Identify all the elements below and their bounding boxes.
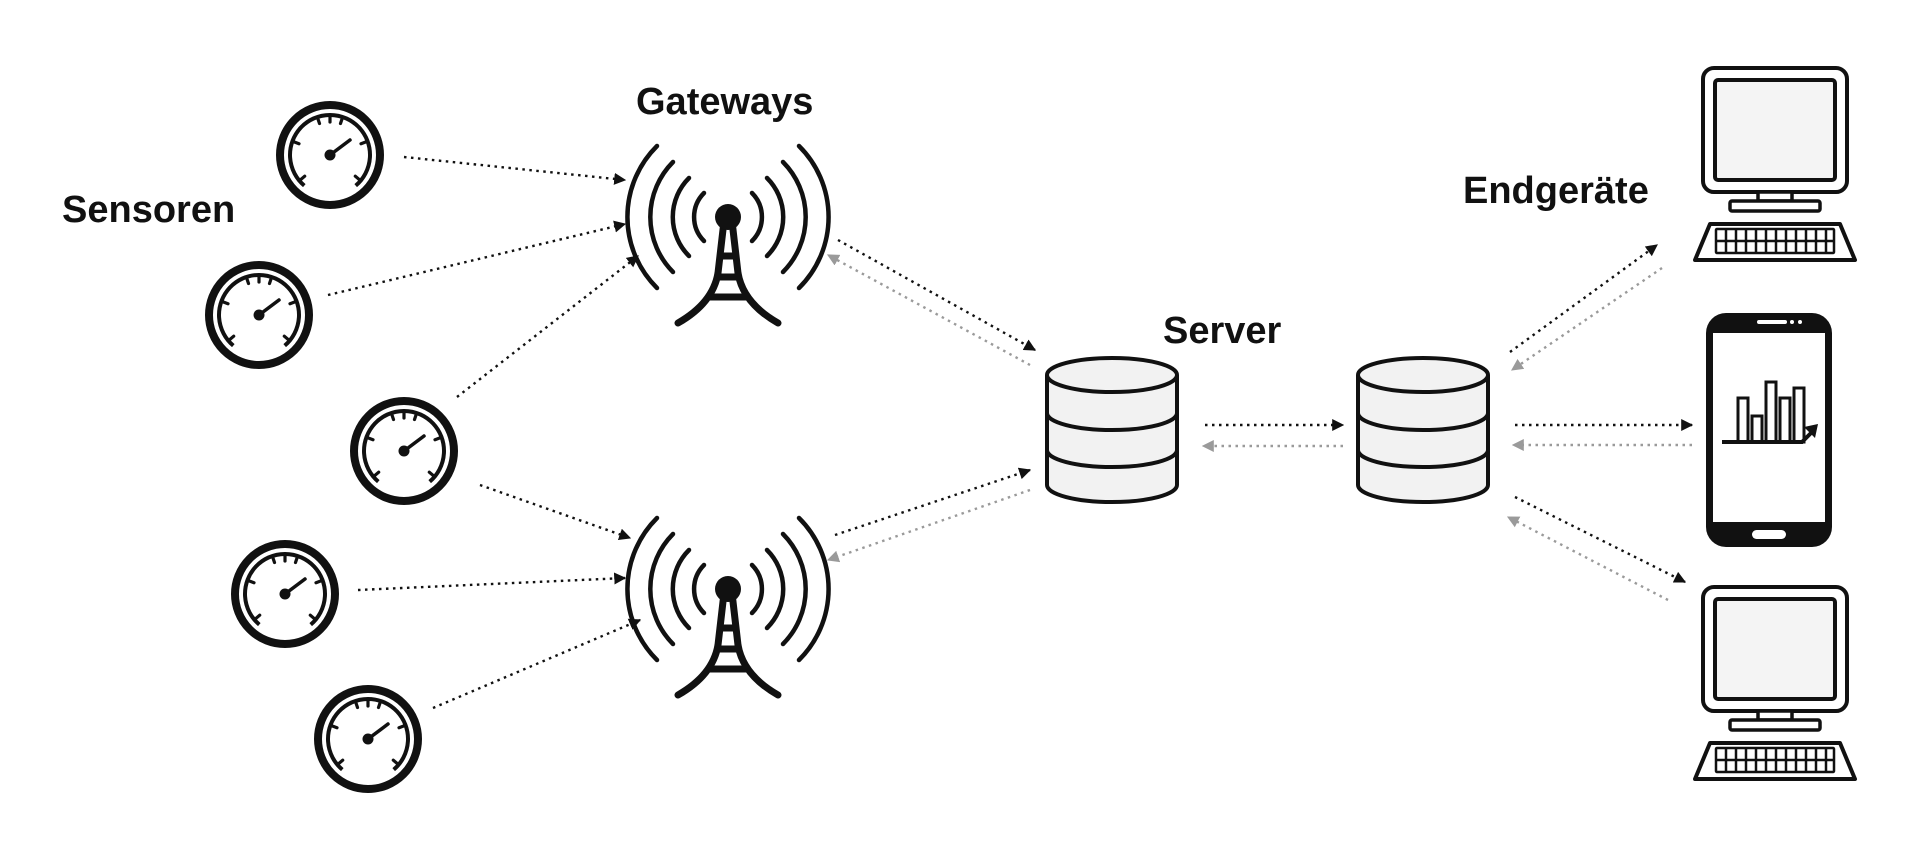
database-icon — [1045, 356, 1179, 504]
antenna-tower-icon — [627, 518, 828, 695]
gauge-icon — [209, 265, 309, 365]
sensors-group — [209, 105, 454, 789]
label-sensors: Sensoren — [62, 189, 235, 231]
gauge-icon — [318, 689, 418, 789]
arrow-server-gateway1 — [826, 253, 1031, 367]
arrow-desktop2-server — [1506, 515, 1669, 602]
gateways-group — [627, 146, 828, 695]
desktop-computer-icon — [1693, 66, 1857, 262]
label-server: Server — [1163, 310, 1282, 352]
database-icon — [1356, 356, 1490, 504]
devices-group — [1693, 66, 1857, 781]
arrow-server-desktop1 — [1509, 244, 1658, 353]
server-device-links — [1506, 244, 1694, 602]
label-devices: Endgeräte — [1463, 170, 1649, 212]
arrow-gateway2-server — [834, 467, 1032, 537]
arrow-gateway1-server — [837, 238, 1037, 352]
servers-group — [1045, 356, 1490, 504]
gateway-server-links — [826, 238, 1037, 563]
sensor-uplinks — [327, 155, 642, 710]
arrow-sensor3-gateway1 — [456, 255, 639, 398]
arrow-sensor5-gateway2 — [432, 618, 642, 710]
gauge-icon — [280, 105, 380, 205]
arrow-server-desktop2 — [1514, 495, 1687, 584]
arrow-desktop1-server — [1511, 267, 1663, 371]
server-server-links — [1201, 419, 1345, 452]
arrow-sensor1-gateway1 — [403, 155, 627, 185]
label-gateways: Gateways — [636, 81, 813, 123]
arrow-sensor3-gateway2 — [479, 483, 632, 541]
antenna-tower-icon — [627, 146, 828, 323]
desktop-computer-icon — [1693, 585, 1857, 781]
arrow-server-gateway2 — [826, 488, 1031, 563]
arrow-sensor4-gateway2 — [357, 572, 627, 592]
gauge-icon — [354, 401, 454, 501]
arrow-sensor2-gateway1 — [327, 220, 627, 297]
gauge-icon — [235, 544, 335, 644]
smartphone-chart-icon — [1706, 313, 1832, 547]
